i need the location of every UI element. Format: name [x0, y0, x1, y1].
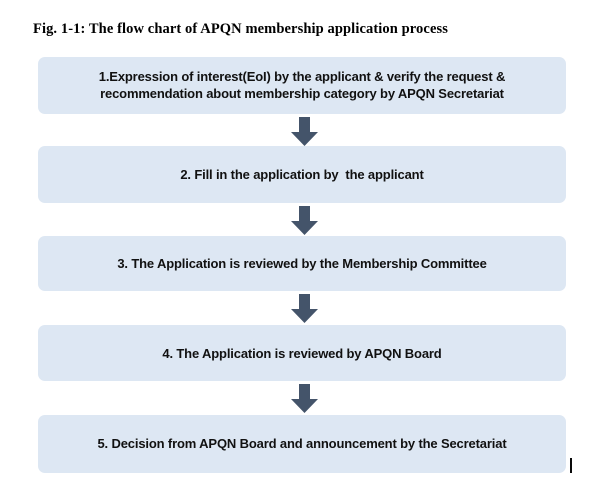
flow-step-label-4: 4. The Application is reviewed by APQN B…: [162, 345, 442, 361]
flow-step-box-2: 2. Fill in the application by the applic…: [38, 146, 566, 203]
flow-step-label-3: 3. The Application is reviewed by the Me…: [117, 256, 487, 271]
flow-step-label-1: 1.Expression of interest(EoI) by the app…: [98, 69, 506, 101]
text-cursor-caret: [570, 458, 572, 473]
figure-title: Fig. 1-1: The flow chart of APQN members…: [33, 21, 448, 37]
flow-step-label-2: 2. Fill in the application by the applic…: [180, 167, 424, 182]
flow-step-box-3: 3. The Application is reviewed by the Me…: [38, 236, 566, 291]
flow-step-box-1: 1.Expression of interest(EoI) by the app…: [38, 57, 566, 114]
down-arrow-icon-3: [289, 294, 320, 324]
flow-step-box-4: 4. The Application is reviewed by APQN B…: [38, 325, 566, 381]
down-arrow-icon-1: [289, 117, 320, 147]
down-arrow-icon-2: [289, 206, 320, 236]
down-arrow-icon-4: [289, 384, 320, 414]
flow-step-label-5: 5. Decision from APQN Board and announce…: [97, 436, 507, 451]
flow-step-box-5: 5. Decision from APQN Board and announce…: [38, 415, 566, 473]
